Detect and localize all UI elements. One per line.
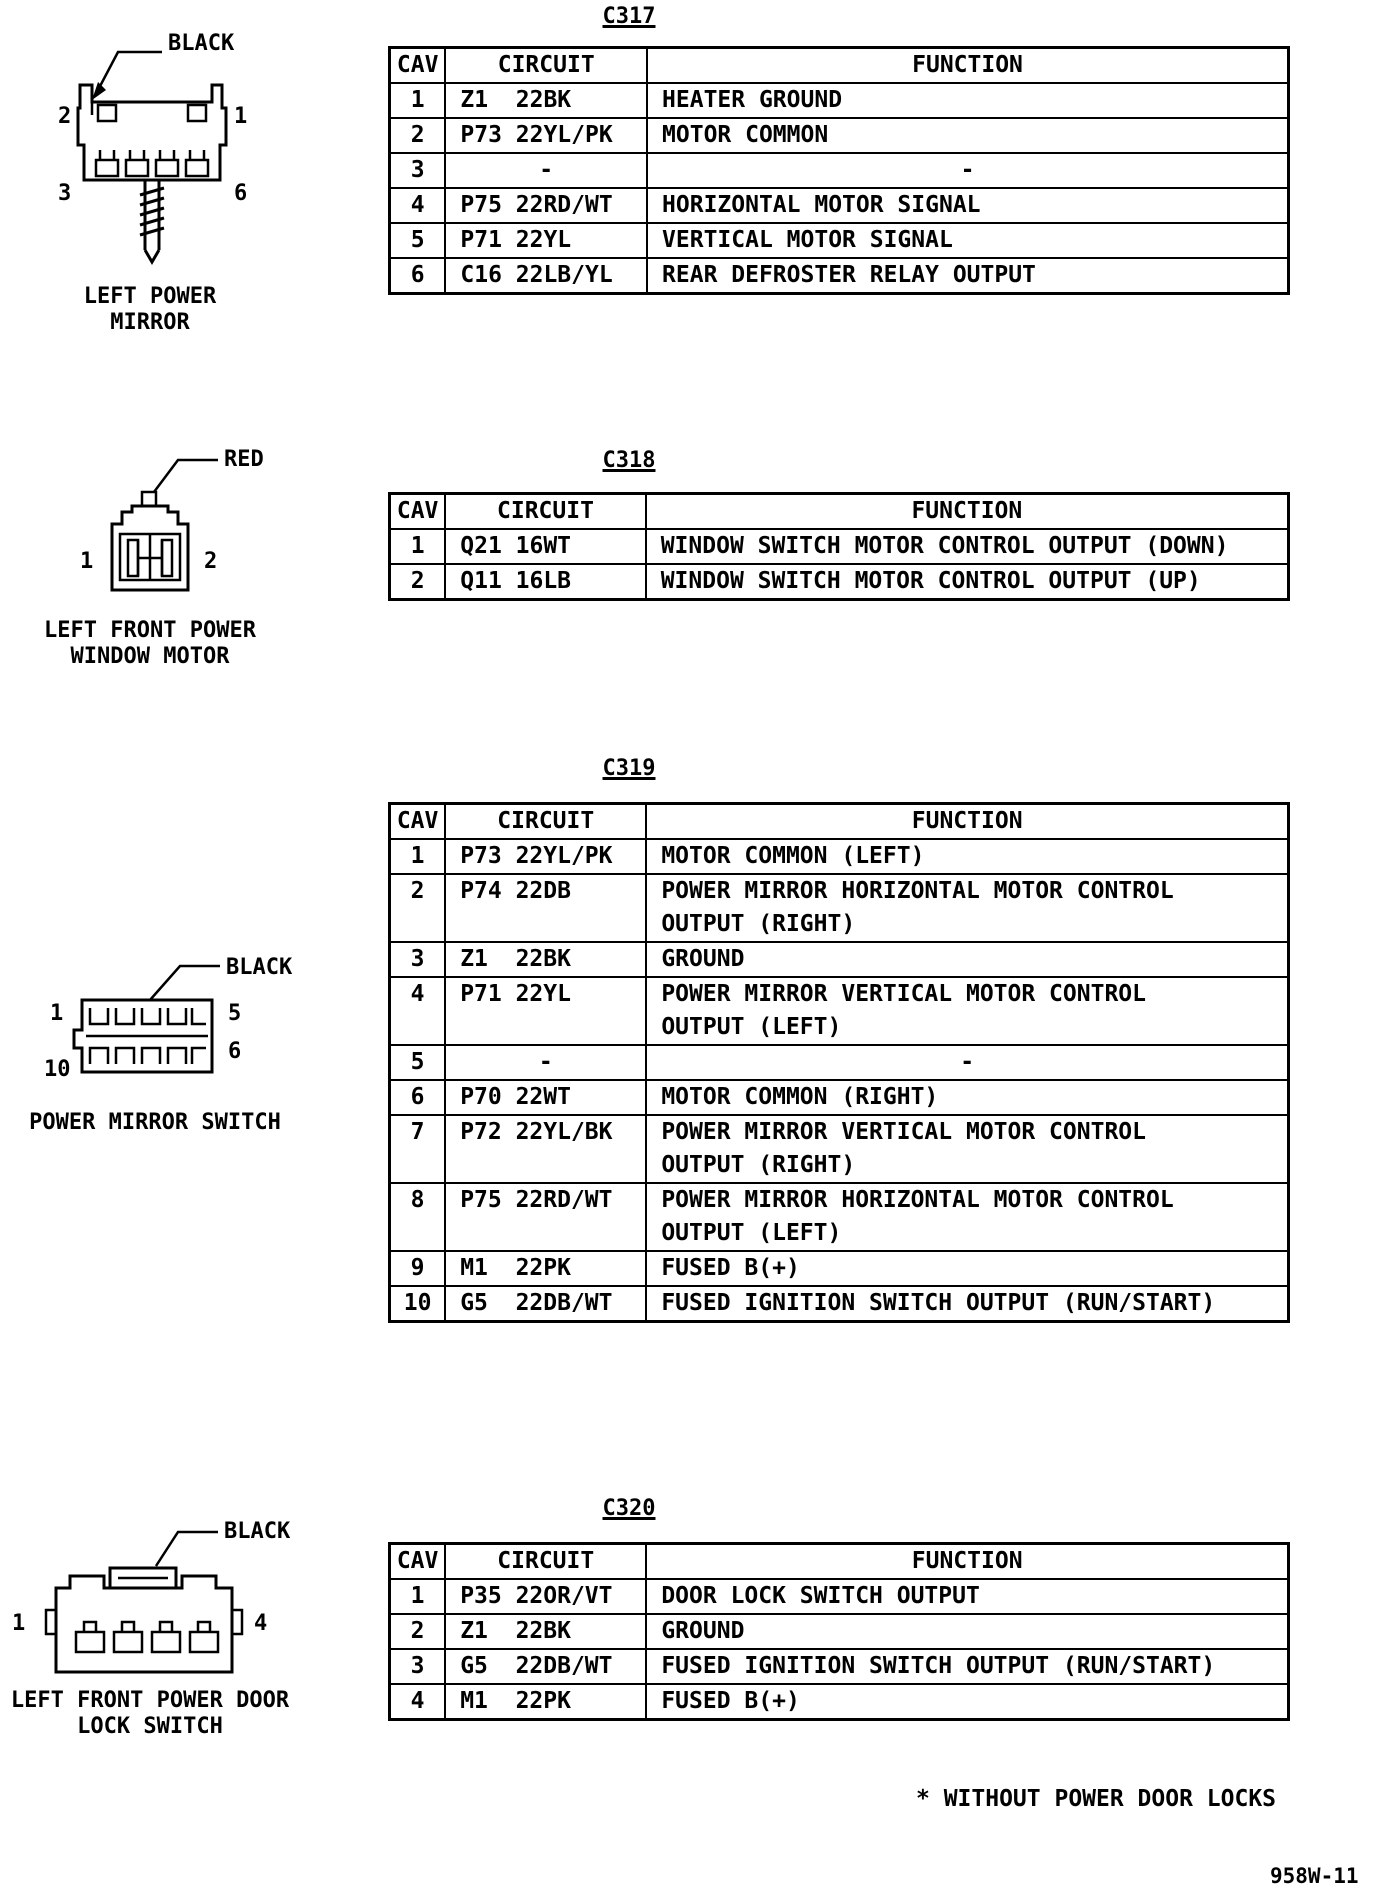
pin-label: 1 — [12, 1611, 25, 1636]
table-header-row: CAV CIRCUIT FUNCTION — [388, 1542, 1290, 1580]
header-function: FUNCTION — [644, 492, 1290, 530]
header-circuit: CIRCUIT — [444, 492, 647, 530]
wire-color-label: RED — [224, 447, 264, 472]
connector-title: C317 — [602, 4, 656, 29]
pin-label: 1 — [80, 549, 93, 574]
connector-diagram: BLACK 1 4 — [0, 1512, 310, 1686]
header-circuit: CIRCUIT — [444, 46, 649, 84]
pin-label: 1 — [234, 104, 247, 129]
figure-id: 958W-11 — [1270, 1864, 1359, 1888]
header-circuit: CIRCUIT — [444, 1542, 648, 1580]
wire-color-label: BLACK — [224, 1519, 291, 1544]
connector-diagram: RED 1 2 — [0, 440, 300, 604]
connector-diagram: BLACK 1 5 10 6 — [0, 948, 310, 1092]
connector-title: C320 — [602, 1496, 656, 1521]
header-cav: CAV — [388, 1542, 447, 1580]
table-row: 5-- — [388, 1044, 1290, 1081]
header-function: FUNCTION — [645, 1542, 1290, 1580]
pin-label: 1 — [50, 1001, 63, 1026]
pin-label: 5 — [228, 1001, 241, 1026]
header-function: FUNCTION — [646, 46, 1290, 84]
header-function: FUNCTION — [645, 802, 1290, 840]
header-circuit: CIRCUIT — [444, 802, 648, 840]
header-cav: CAV — [388, 802, 447, 840]
connector-title: C319 — [602, 756, 656, 781]
connector-caption: POWER MIRROR SWITCH — [29, 1110, 281, 1135]
pin-label: 2 — [58, 104, 71, 129]
pin-label: 6 — [234, 181, 247, 206]
pin-label: 3 — [58, 181, 71, 206]
footnote: * WITHOUT POWER DOOR LOCKS — [916, 1786, 1277, 1812]
table-header-row: CAV CIRCUIT FUNCTION — [388, 492, 1290, 530]
pin-label: 6 — [228, 1039, 241, 1064]
pin-label: 2 — [204, 549, 217, 574]
pin-label: 10 — [44, 1057, 71, 1082]
wire-color-label: BLACK — [168, 31, 235, 56]
connector-caption: LEFT POWER MIRROR — [83, 284, 217, 335]
connector-caption: LEFT FRONT POWER WINDOW MOTOR — [44, 618, 256, 669]
connector-caption: LEFT FRONT POWER DOOR LOCK SWITCH — [10, 1688, 290, 1739]
wire-color-label: BLACK — [226, 955, 293, 980]
connector-diagram: BLACK — [0, 20, 300, 274]
connector-title: C318 — [602, 448, 656, 473]
header-cav: CAV — [388, 46, 447, 84]
table-row: 3-- — [388, 152, 1290, 189]
table-header-row: CAV CIRCUIT FUNCTION — [388, 802, 1290, 840]
table-header-row: CAV CIRCUIT FUNCTION — [388, 46, 1290, 84]
pin-label: 4 — [254, 1611, 267, 1636]
header-cav: CAV — [388, 492, 447, 530]
